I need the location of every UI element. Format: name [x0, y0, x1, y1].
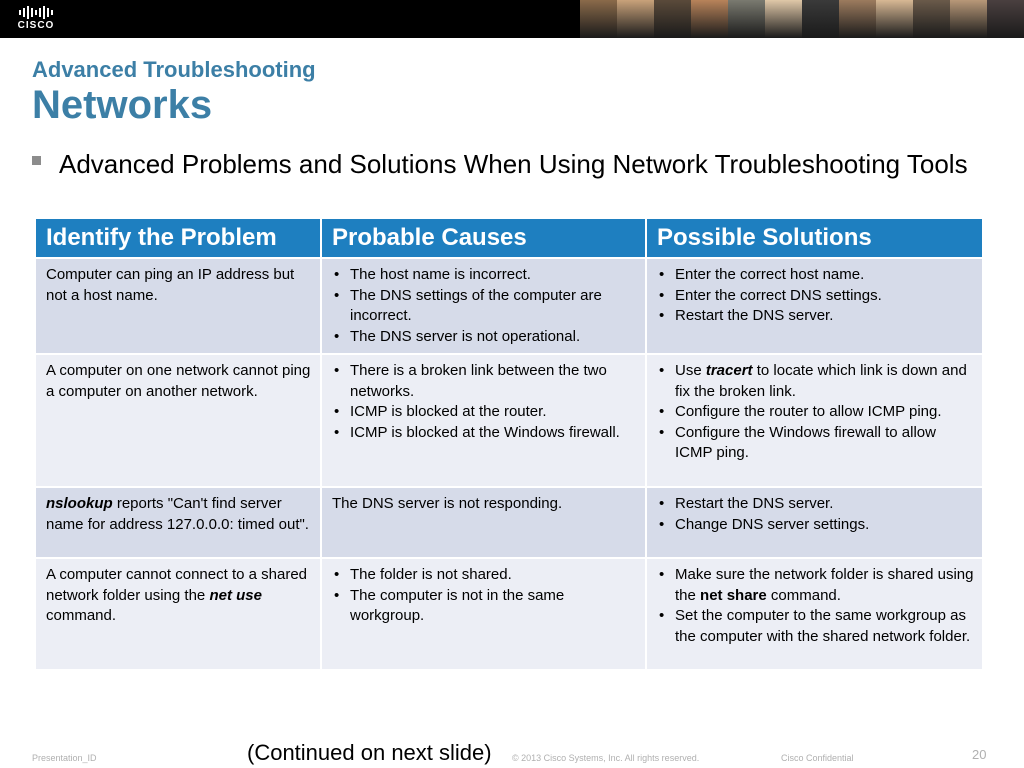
- table-row: nslookup reports "Can't find server name…: [34, 486, 984, 559]
- solution-item: Set the computer to the same workgroup a…: [657, 606, 974, 647]
- photo-tile: [950, 0, 987, 38]
- page-number: 20: [972, 747, 987, 762]
- confidential-label: Cisco Confidential: [781, 753, 854, 763]
- cause-item: The DNS server is not operational.: [332, 327, 637, 348]
- solution-item: Make sure the network folder is shared u…: [657, 565, 974, 606]
- solution-item: Restart the DNS server.: [657, 494, 974, 515]
- cause-item: There is a broken link between the two n…: [332, 361, 637, 402]
- table-row: A computer on one network cannot ping a …: [34, 353, 984, 488]
- solutions-cell: Restart the DNS server. Change DNS serve…: [645, 486, 984, 559]
- header-problem: Identify the Problem: [34, 217, 322, 259]
- photo-tile: [691, 0, 728, 38]
- cisco-logo-text: CISCO: [17, 20, 55, 31]
- cause-item: The DNS settings of the computer are inc…: [332, 286, 637, 327]
- net-use-command: net use: [209, 586, 262, 604]
- bullet-text: Advanced Problems and Solutions When Usi…: [59, 149, 968, 179]
- solutions-cell: Use tracert to locate which link is down…: [645, 353, 984, 488]
- slide-title: Networks: [32, 83, 213, 127]
- slide-subtitle: Advanced Troubleshooting: [32, 57, 316, 82]
- problem-cell: A computer cannot connect to a shared ne…: [34, 557, 322, 671]
- solution-item: Configure the router to allow ICMP ping.: [657, 402, 974, 423]
- nslookup-command: nslookup: [46, 495, 113, 512]
- solutions-cell: Make sure the network folder is shared u…: [645, 557, 984, 671]
- solution-item: Use tracert to locate which link is down…: [657, 361, 974, 402]
- photo-tile: [987, 0, 1024, 38]
- photo-tile: [802, 0, 839, 38]
- copyright: © 2013 Cisco Systems, Inc. All rights re…: [512, 753, 700, 763]
- cause-item: The folder is not shared.: [332, 565, 637, 586]
- causes-cell: There is a broken link between the two n…: [320, 353, 647, 488]
- header-causes: Probable Causes: [320, 217, 647, 259]
- cisco-logo: CISCO: [12, 5, 60, 33]
- top-banner: CISCO: [0, 0, 1024, 38]
- photo-tile: [913, 0, 950, 38]
- solution-item: Configure the Windows firewall to allow …: [657, 423, 974, 464]
- table-row: Computer can ping an IP address but not …: [34, 257, 984, 355]
- tracert-command: tracert: [705, 362, 753, 379]
- square-bullet-icon: [32, 156, 41, 165]
- photo-tile: [617, 0, 654, 38]
- cause-item: ICMP is blocked at the router.: [332, 402, 637, 423]
- causes-cell: The folder is not shared. The computer i…: [320, 557, 647, 671]
- causes-cell: The host name is incorrect. The DNS sett…: [320, 257, 647, 355]
- solution-item: Enter the correct host name.: [657, 265, 974, 286]
- bullet-point: Advanced Problems and Solutions When Usi…: [32, 148, 992, 180]
- problem-cell: nslookup reports "Can't find server name…: [34, 486, 322, 559]
- table-row: A computer cannot connect to a shared ne…: [34, 557, 984, 671]
- problem-cell: A computer on one network cannot ping a …: [34, 353, 322, 488]
- header-solutions: Possible Solutions: [645, 217, 984, 259]
- photo-tile: [654, 0, 691, 38]
- net-share-command: net share: [700, 586, 767, 604]
- cause-item: The host name is incorrect.: [332, 265, 637, 286]
- solution-item: Change DNS server settings.: [657, 515, 974, 536]
- cause-item: The computer is not in the same workgrou…: [332, 586, 637, 627]
- solution-item: Enter the correct DNS settings.: [657, 286, 974, 307]
- photo-tile: [876, 0, 913, 38]
- cisco-bars-icon: [12, 5, 60, 19]
- photo-tile: [765, 0, 802, 38]
- photo-tile: [580, 0, 617, 38]
- table-header-row: Identify the Problem Probable Causes Pos…: [34, 217, 984, 259]
- cause-item: ICMP is blocked at the Windows firewall.: [332, 423, 637, 444]
- solutions-cell: Enter the correct host name. Enter the c…: [645, 257, 984, 355]
- photo-tile: [728, 0, 765, 38]
- solution-item: Restart the DNS server.: [657, 306, 974, 327]
- presentation-id: Presentation_ID: [32, 753, 97, 763]
- photo-tile: [839, 0, 876, 38]
- photo-strip: [580, 0, 1024, 38]
- continued-note: (Continued on next slide): [247, 740, 492, 765]
- problem-cell: Computer can ping an IP address but not …: [34, 257, 322, 355]
- troubleshooting-table: Identify the Problem Probable Causes Pos…: [34, 217, 984, 671]
- causes-cell: The DNS server is not responding.: [320, 486, 647, 559]
